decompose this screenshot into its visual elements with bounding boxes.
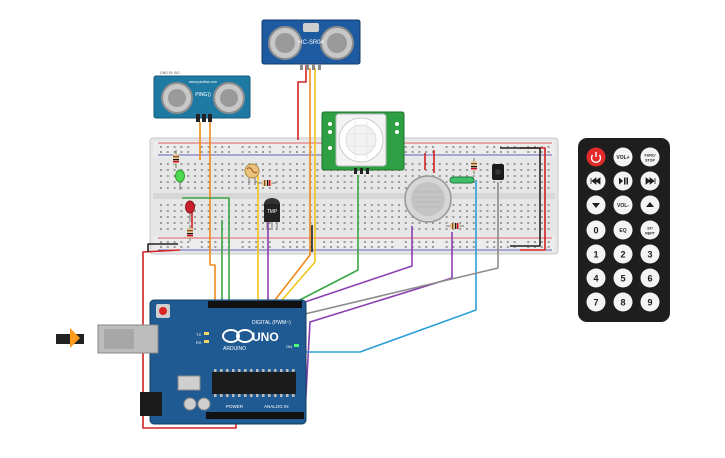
svg-text:EQ: EQ [619, 228, 626, 234]
rewind-icon [590, 177, 601, 185]
arduino-model: UNO [252, 330, 279, 344]
svg-text:4: 4 [593, 274, 598, 284]
svg-text:8: 8 [620, 298, 625, 308]
wire-orange [209, 122, 216, 300]
digital-label: DIGITAL (PWM~) [252, 320, 291, 326]
remote-button[interactable]: 9 [640, 292, 660, 312]
svg-text:9: 9 [647, 298, 652, 308]
ping-small-text: www.parallax.com [189, 80, 217, 84]
tilt-sensor [449, 176, 475, 184]
remote-button[interactable] [613, 171, 633, 191]
remote-button[interactable]: 4 [586, 268, 606, 288]
hcsr04-sensor: HC-SR04 [261, 19, 361, 70]
svg-text:0: 0 [593, 226, 598, 236]
resistor [258, 180, 276, 186]
power-icon [590, 152, 602, 164]
remote-button[interactable]: ST/REPT [640, 220, 660, 240]
svg-text:VOL+: VOL+ [616, 155, 629, 161]
remote-button[interactable] [640, 195, 660, 215]
tx-label: TX [196, 332, 201, 337]
rx-label: RX [196, 340, 202, 345]
svg-text:1: 1 [593, 250, 598, 260]
svg-text:REPT: REPT [645, 231, 655, 235]
hcsr04-label: HC-SR04 [298, 40, 324, 46]
wire-gray [287, 182, 499, 319]
ir-receiver [492, 164, 504, 180]
remote-button[interactable] [586, 147, 606, 167]
remote-button[interactable]: VOL+ [613, 147, 633, 167]
svg-text:VOL-: VOL- [617, 203, 629, 209]
svg-text:5: 5 [620, 274, 625, 284]
remote-button[interactable] [586, 171, 606, 191]
wire-purple [304, 232, 453, 413]
fast-forward-icon [645, 177, 656, 185]
play-pause-icon [619, 177, 628, 185]
ping-sensor: www.parallax.com GND 5V SIG PING)) [153, 71, 251, 122]
ir-remote: VOL+ FUNC/STOP VOL- 0 EQ ST/REPT 1 2 3 4 5 6 7 8 9 [578, 138, 670, 322]
arduino-brand: ARDUINO [223, 346, 246, 352]
resistor [187, 225, 193, 241]
remote-button[interactable]: 5 [613, 268, 633, 288]
wire-yellow [281, 68, 316, 301]
remote-button[interactable]: 3 [640, 244, 660, 264]
arduino-uno: UNO ARDUINO DIGITAL (PWM~) POWER ANALOG … [56, 299, 307, 425]
remote-button[interactable] [640, 171, 660, 191]
svg-text:3: 3 [647, 250, 652, 260]
breadboard-components: TMP [173, 150, 504, 241]
ping-label: PING)) [195, 92, 211, 98]
remote-button[interactable]: FUNC/STOP [640, 147, 660, 167]
red-led [185, 200, 195, 222]
tmp-label: TMP [267, 209, 278, 215]
svg-text:ST/: ST/ [647, 226, 653, 230]
pir-sensor [321, 111, 405, 174]
resistor [446, 223, 464, 229]
svg-text:7: 7 [593, 298, 598, 308]
wire-black [500, 147, 541, 247]
tmp-sensor: TMP [264, 198, 280, 230]
remote-button[interactable]: 7 [586, 292, 606, 312]
analog-label: ANALOG IN [264, 404, 289, 409]
power-label: POWER [226, 404, 244, 409]
up-arrow-icon [646, 202, 654, 207]
remote-button[interactable]: 0 [586, 220, 606, 240]
remote-button[interactable]: 1 [586, 244, 606, 264]
remote-button[interactable]: 8 [613, 292, 633, 312]
wire-purple [295, 226, 413, 306]
remote-button[interactable]: 2 [613, 244, 633, 264]
svg-text:STOP: STOP [645, 158, 655, 162]
down-arrow-icon [592, 203, 600, 208]
wire-red [297, 65, 307, 140]
wire-green [182, 197, 230, 300]
resistor [173, 150, 179, 168]
remote-button[interactable]: VOL- [613, 195, 633, 215]
svg-text:2: 2 [620, 250, 625, 260]
svg-text:FUNC/: FUNC/ [645, 153, 656, 157]
ping-tag: GND 5V SIG [160, 71, 180, 75]
wire-green [289, 175, 359, 306]
wire-black [147, 243, 178, 252]
remote-button[interactable]: EQ [613, 220, 633, 240]
svg-text:6: 6 [647, 274, 652, 284]
photoresistor [244, 163, 260, 185]
wire-orange [274, 68, 311, 301]
remote-button[interactable] [586, 195, 606, 215]
remote-button[interactable]: 6 [640, 268, 660, 288]
on-label: ON [286, 344, 292, 349]
resistor [471, 158, 477, 174]
green-led [175, 169, 185, 190]
gas-sensor [404, 175, 452, 223]
